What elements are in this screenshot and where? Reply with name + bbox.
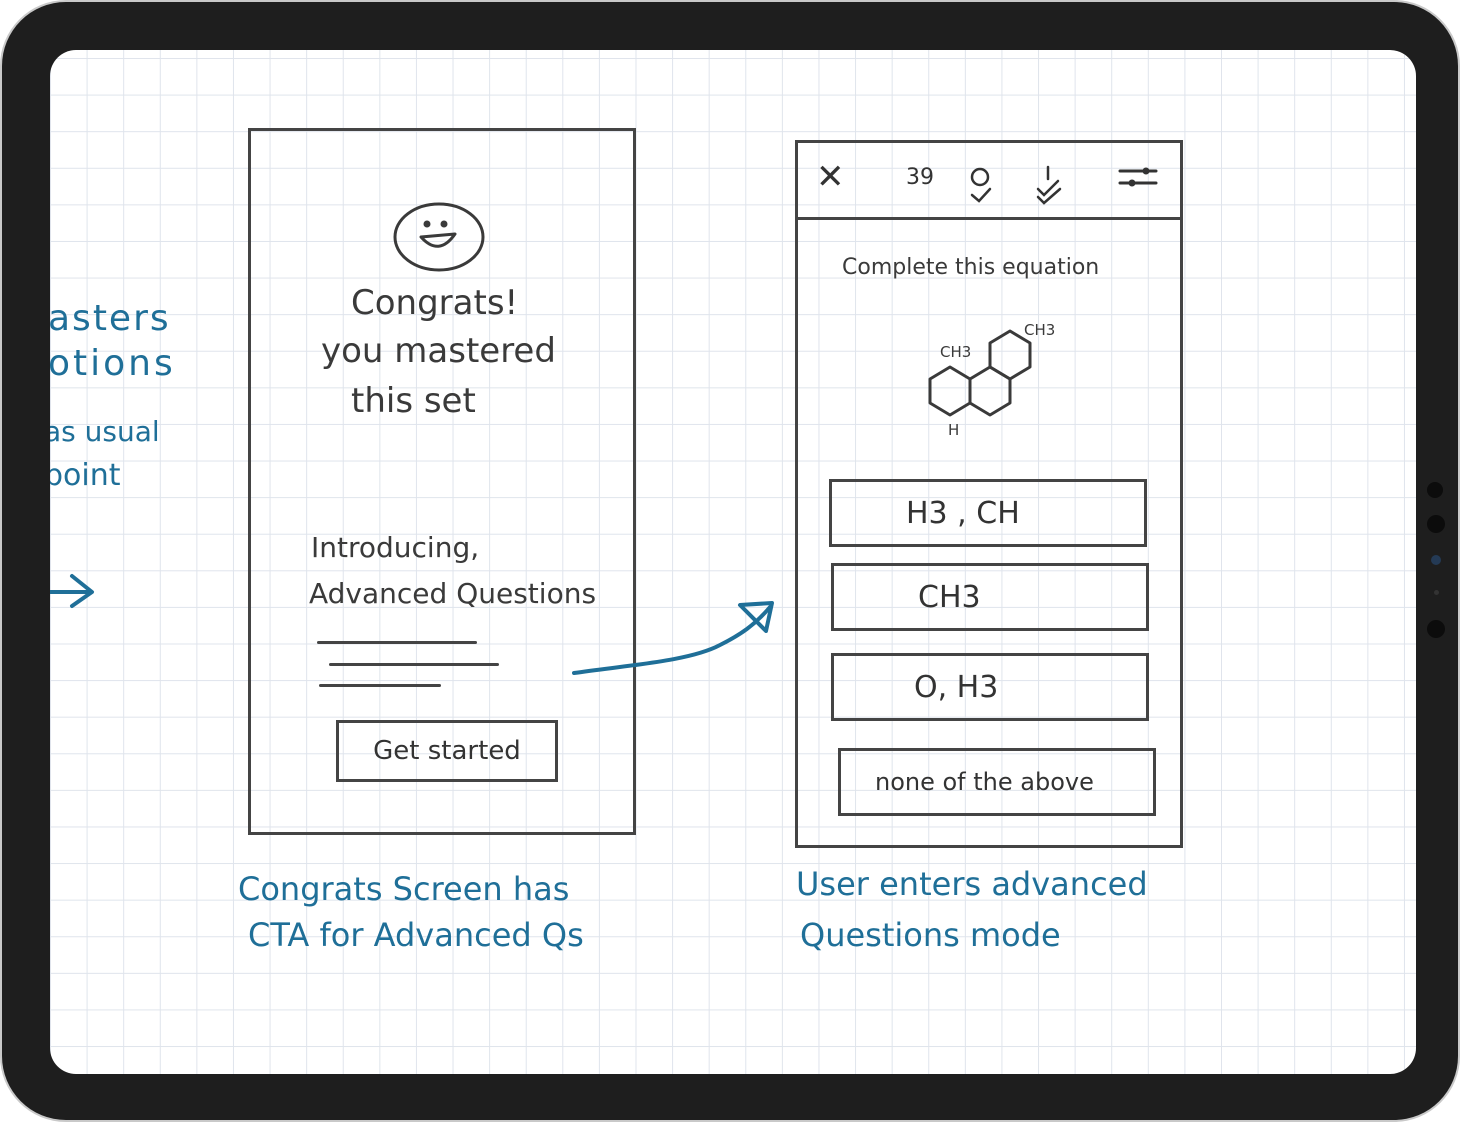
close-icon[interactable]: ✕	[816, 157, 845, 197]
answer-option-label: CH3	[918, 579, 981, 615]
camera-dot	[1427, 482, 1443, 498]
flow-arrow-icon	[572, 601, 774, 675]
molecule-label-h: H	[948, 421, 960, 439]
right-caption-line-1: User enters advanced	[796, 865, 1148, 903]
smiley-face-icon	[393, 202, 485, 272]
intro-line-2: Advanced Questions	[309, 577, 597, 610]
camera-dot	[1427, 515, 1445, 533]
hint-icon[interactable]	[968, 165, 994, 203]
left-note-line-4: point	[50, 458, 121, 493]
answer-option-1[interactable]: H3 , CH	[829, 479, 1147, 547]
left-caption-line-2: CTA for Advanced Qs	[248, 916, 584, 954]
double-check-icon[interactable]	[1034, 165, 1064, 207]
left-arrow-icon	[50, 574, 94, 608]
get-started-button[interactable]: Get started	[336, 720, 558, 782]
answer-option-4[interactable]: none of the above	[838, 748, 1156, 816]
question-count: 39	[906, 165, 934, 190]
left-note-line-2: otions	[50, 343, 176, 384]
molecule-diagram	[928, 329, 1032, 417]
get-started-label: Get started	[373, 736, 521, 766]
answer-option-2[interactable]: CH3	[831, 563, 1149, 631]
placeholder-text-line	[329, 663, 499, 666]
congrats-heading-line-3: this set	[351, 381, 476, 421]
answer-option-3[interactable]: O, H3	[831, 653, 1149, 721]
question-screen-frame: ✕ 39 Complete this equation	[795, 140, 1183, 848]
sketch-canvas: asters otions as usual point Congrats! y…	[50, 50, 1416, 1074]
congrats-screen-frame: Congrats! you mastered this set Introduc…	[248, 128, 636, 835]
molecule-label-ch3-left: CH3	[940, 343, 972, 361]
right-caption-line-2: Questions mode	[800, 916, 1061, 954]
molecule-label-ch3-right: CH3	[1024, 321, 1056, 339]
congrats-heading-line-2: you mastered	[321, 331, 556, 371]
question-toolbar: ✕ 39	[798, 143, 1180, 220]
intro-line-1: Introducing,	[311, 531, 480, 564]
placeholder-text-line	[319, 684, 441, 687]
question-prompt: Complete this equation	[842, 255, 1100, 280]
answer-option-label: O, H3	[914, 669, 999, 705]
camera-lens-icon	[1431, 555, 1441, 565]
answer-option-label: none of the above	[875, 768, 1094, 796]
left-caption-line-1: Congrats Screen has	[238, 870, 570, 908]
left-note-line-1: asters	[50, 298, 171, 339]
answer-option-label: H3 , CH	[906, 495, 1020, 531]
left-note-line-3: as usual	[50, 415, 160, 448]
placeholder-text-line	[317, 641, 477, 644]
camera-dot	[1427, 620, 1445, 638]
sliders-icon[interactable]	[1118, 165, 1158, 191]
congrats-heading-line-1: Congrats!	[351, 283, 519, 323]
sensor-dot	[1434, 590, 1439, 595]
